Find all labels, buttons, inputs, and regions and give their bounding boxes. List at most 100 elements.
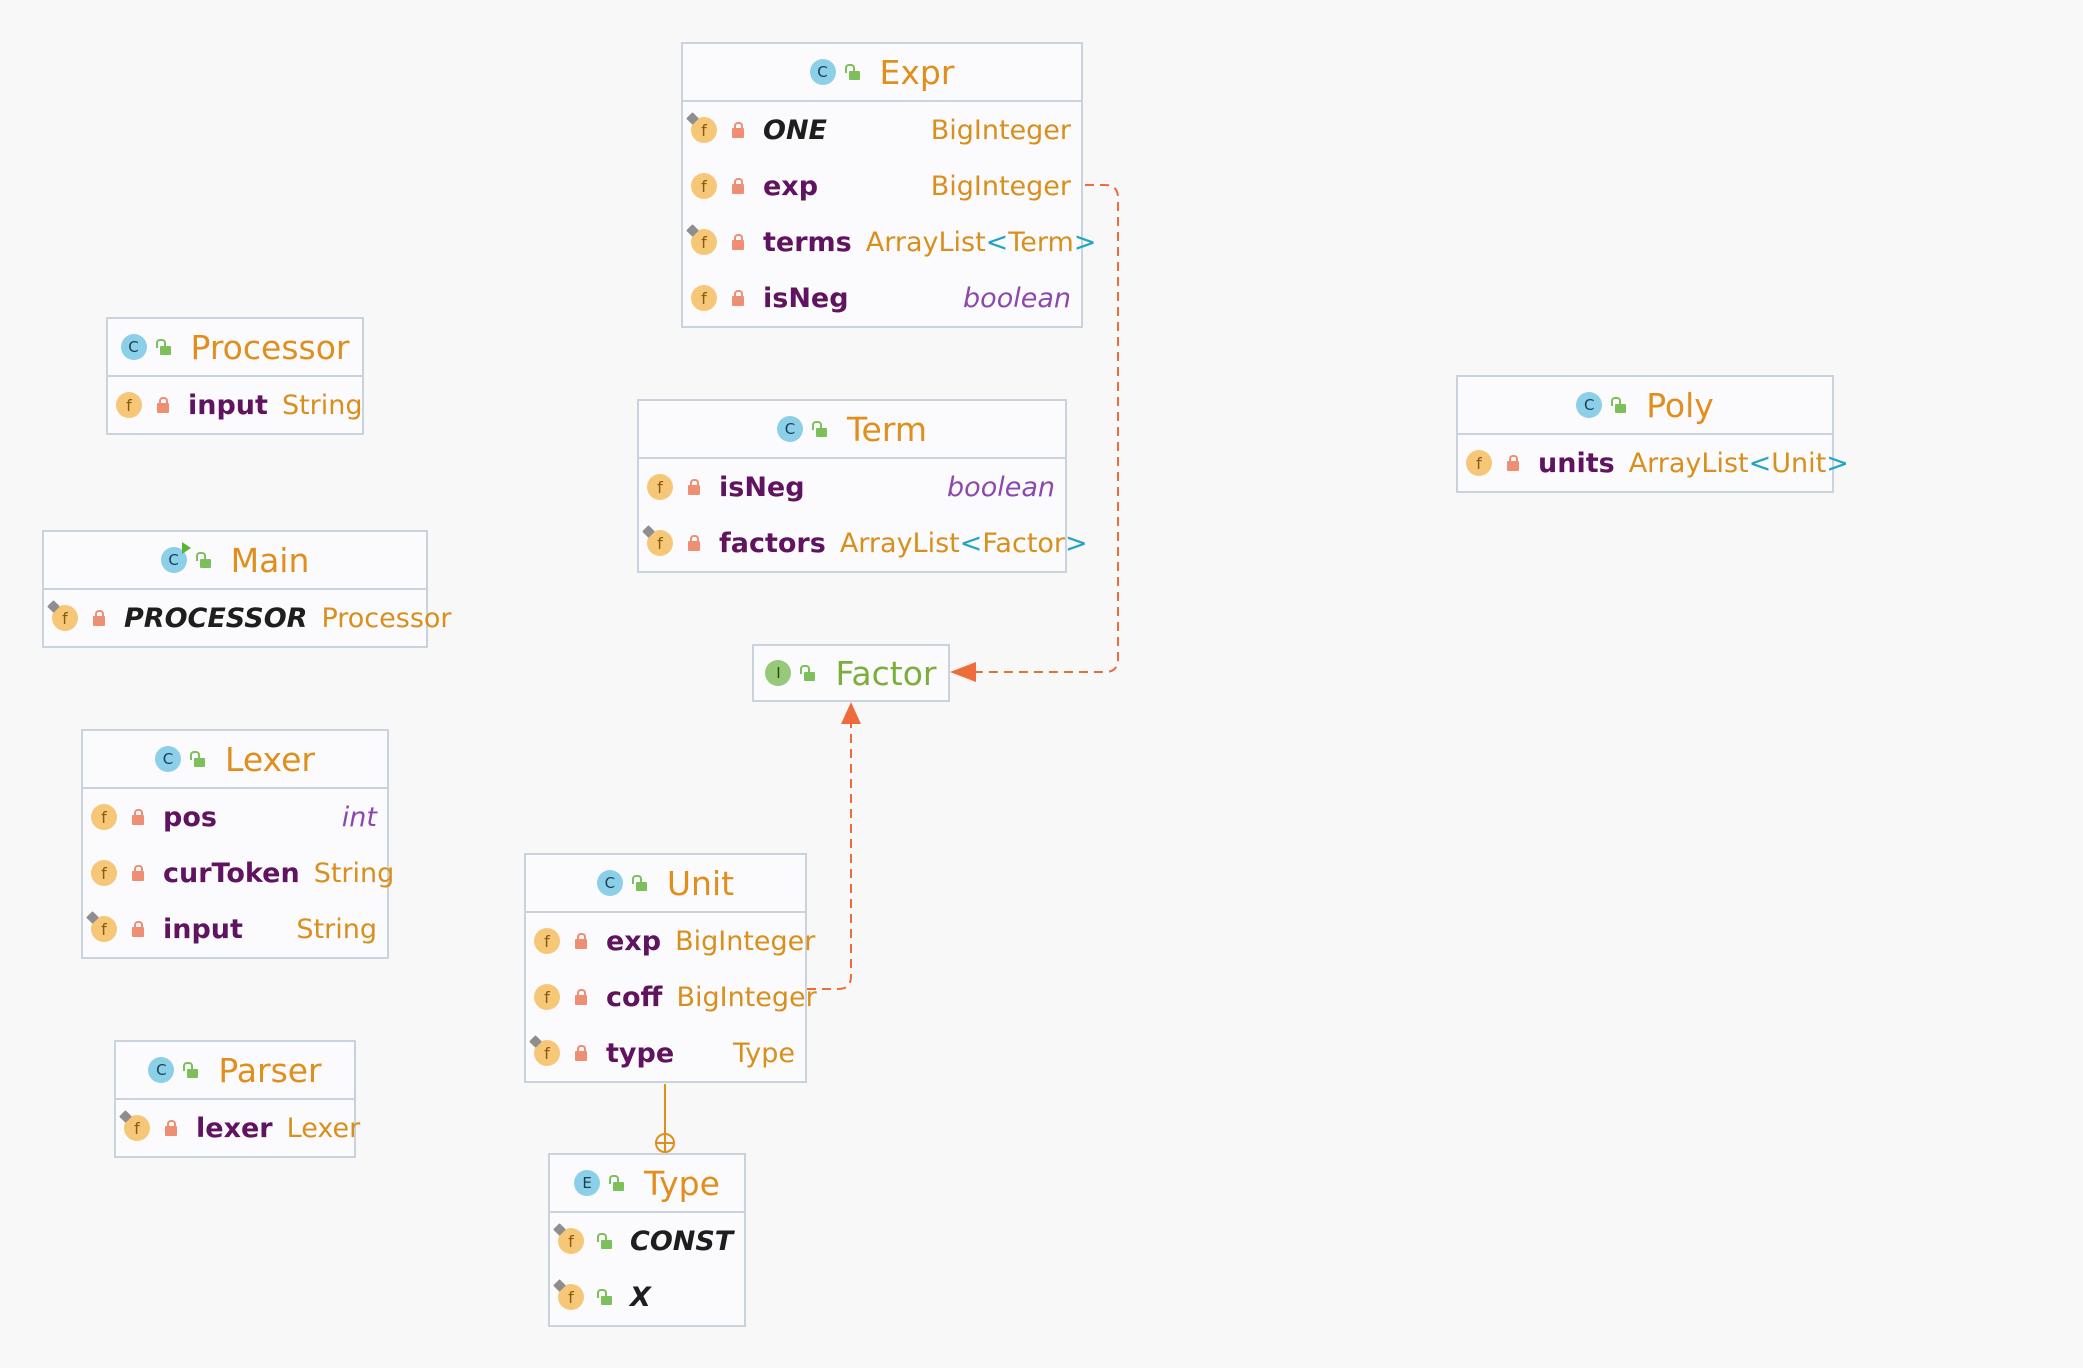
class-box-main[interactable]: C Main f PROCESSOR Processor bbox=[42, 530, 452, 648]
class-name: Term bbox=[847, 409, 927, 449]
run-marker-icon bbox=[181, 542, 191, 554]
private-lock-icon bbox=[572, 932, 590, 950]
enum-box-type[interactable]: E Type f CONST f X bbox=[548, 1153, 746, 1327]
class-kind-icon: C bbox=[777, 416, 803, 442]
generic-type-arg: Unit bbox=[1771, 447, 1827, 479]
field-row[interactable]: f factors ArrayList<Factor> bbox=[639, 515, 1088, 571]
field-row[interactable]: f units ArrayList<Unit> bbox=[1458, 435, 1849, 491]
field-row[interactable]: f lexer Lexer bbox=[116, 1100, 360, 1156]
field-row[interactable]: f ONE BigInteger bbox=[683, 102, 1081, 158]
enum-name: Type bbox=[644, 1163, 720, 1203]
field-type: BigInteger bbox=[930, 170, 1071, 202]
interface-box-factor[interactable]: I Factor bbox=[752, 644, 950, 702]
private-lock-icon bbox=[685, 478, 703, 496]
field-row[interactable]: f input String bbox=[83, 901, 387, 957]
class-kind-letter: C bbox=[168, 551, 179, 569]
class-kind-icon: C bbox=[596, 870, 623, 896]
generic-type-arg: Term bbox=[1008, 226, 1074, 258]
enum-constant-row[interactable]: f CONST bbox=[550, 1213, 744, 1269]
field-name: input bbox=[163, 913, 243, 945]
class-header: C Lexer bbox=[83, 731, 387, 789]
final-field-icon: f bbox=[91, 916, 117, 942]
field-name: isNeg bbox=[763, 282, 849, 314]
private-lock-icon bbox=[1504, 454, 1522, 472]
field-icon: f bbox=[91, 804, 117, 830]
field-type: int bbox=[341, 801, 377, 833]
class-name: Parser bbox=[218, 1050, 322, 1090]
private-lock-icon bbox=[685, 534, 703, 552]
class-box-processor[interactable]: C Processor f input String bbox=[106, 317, 364, 435]
field-type: String bbox=[281, 389, 363, 421]
field-name: type bbox=[606, 1037, 675, 1069]
class-header: I Factor bbox=[754, 646, 948, 700]
class-kind-icon: C bbox=[148, 1057, 175, 1083]
field-type: BigInteger bbox=[676, 981, 817, 1013]
class-box-parser[interactable]: C Parser f lexer Lexer bbox=[114, 1040, 360, 1158]
field-type: BigInteger bbox=[930, 114, 1071, 146]
private-lock-icon bbox=[729, 121, 747, 139]
private-lock-icon bbox=[154, 396, 172, 414]
class-header: C Processor bbox=[108, 319, 362, 377]
field-row[interactable]: f type Type bbox=[526, 1025, 805, 1081]
dependency-arrowhead-factor-right bbox=[950, 662, 976, 682]
field-name: factors bbox=[719, 527, 826, 559]
private-lock-icon bbox=[572, 988, 590, 1006]
public-lock-icon bbox=[596, 1232, 614, 1250]
private-lock-icon bbox=[129, 864, 147, 882]
field-row[interactable]: f PROCESSOR Processor bbox=[44, 590, 452, 646]
static-final-field-icon: f bbox=[558, 1228, 584, 1254]
public-lock-icon bbox=[631, 874, 649, 892]
static-final-field-icon: f bbox=[691, 117, 717, 143]
field-name: terms bbox=[763, 226, 852, 258]
field-row[interactable]: f curToken String bbox=[83, 845, 394, 901]
dependency-arrowhead-factor-bottom bbox=[841, 702, 861, 724]
generic-close-bracket: > bbox=[1073, 226, 1097, 258]
private-lock-icon bbox=[162, 1119, 180, 1137]
field-type: ArrayList<Factor> bbox=[840, 528, 1088, 559]
final-field-icon: f bbox=[124, 1115, 150, 1141]
field-row[interactable]: f exp BigInteger bbox=[683, 158, 1081, 214]
public-lock-icon bbox=[195, 551, 213, 569]
field-row[interactable]: f isNeg boolean bbox=[639, 459, 1065, 515]
field-name: curToken bbox=[163, 857, 300, 889]
class-box-expr[interactable]: C Expr f ONE BigInteger f exp BigInteger… bbox=[681, 42, 1096, 328]
private-lock-icon bbox=[729, 233, 747, 251]
class-kind-icon: C bbox=[120, 334, 147, 360]
class-box-unit[interactable]: C Unit f exp BigInteger f coff BigIntege… bbox=[524, 853, 817, 1083]
static-final-field-icon: f bbox=[52, 605, 78, 631]
field-row[interactable]: f terms ArrayList<Term> bbox=[683, 214, 1096, 270]
field-row[interactable]: f isNeg boolean bbox=[683, 270, 1081, 326]
field-name: pos bbox=[163, 801, 217, 833]
public-lock-icon bbox=[608, 1174, 626, 1192]
class-name: Unit bbox=[666, 863, 735, 903]
final-field-icon: f bbox=[534, 1040, 560, 1066]
field-icon: f bbox=[691, 285, 717, 311]
runnable-class-kind-icon: C bbox=[160, 542, 191, 573]
private-lock-icon bbox=[129, 920, 147, 938]
public-lock-icon bbox=[1610, 396, 1628, 414]
field-row[interactable]: f coff BigInteger bbox=[526, 969, 817, 1025]
class-kind-icon: C bbox=[1576, 392, 1603, 418]
class-kind-icon: C bbox=[809, 59, 836, 85]
field-type: boolean bbox=[947, 471, 1055, 503]
field-row[interactable]: f exp BigInteger bbox=[526, 913, 815, 969]
field-type: Processor bbox=[321, 602, 452, 634]
field-row[interactable]: f pos int bbox=[83, 789, 387, 845]
field-name: PROCESSOR bbox=[124, 602, 308, 634]
field-name: input bbox=[188, 389, 268, 421]
private-lock-icon bbox=[729, 289, 747, 307]
class-box-lexer[interactable]: C Lexer f pos int f curToken String f in… bbox=[81, 729, 394, 959]
class-box-poly[interactable]: C Poly f units ArrayList<Unit> bbox=[1456, 375, 1849, 493]
public-lock-icon bbox=[799, 664, 817, 682]
enum-constant-row[interactable]: f X bbox=[550, 1269, 744, 1325]
enum-kind-icon: E bbox=[574, 1170, 601, 1196]
field-icon: f bbox=[534, 984, 560, 1010]
field-name: exp bbox=[763, 170, 819, 202]
class-box-term[interactable]: C Term f isNeg boolean f factors ArrayLi… bbox=[637, 399, 1088, 573]
field-row[interactable]: f input String bbox=[108, 377, 363, 433]
class-name: Main bbox=[230, 540, 310, 580]
field-icon: f bbox=[647, 474, 673, 500]
generic-open-bracket: < bbox=[985, 226, 1009, 258]
field-icon: f bbox=[534, 928, 560, 954]
